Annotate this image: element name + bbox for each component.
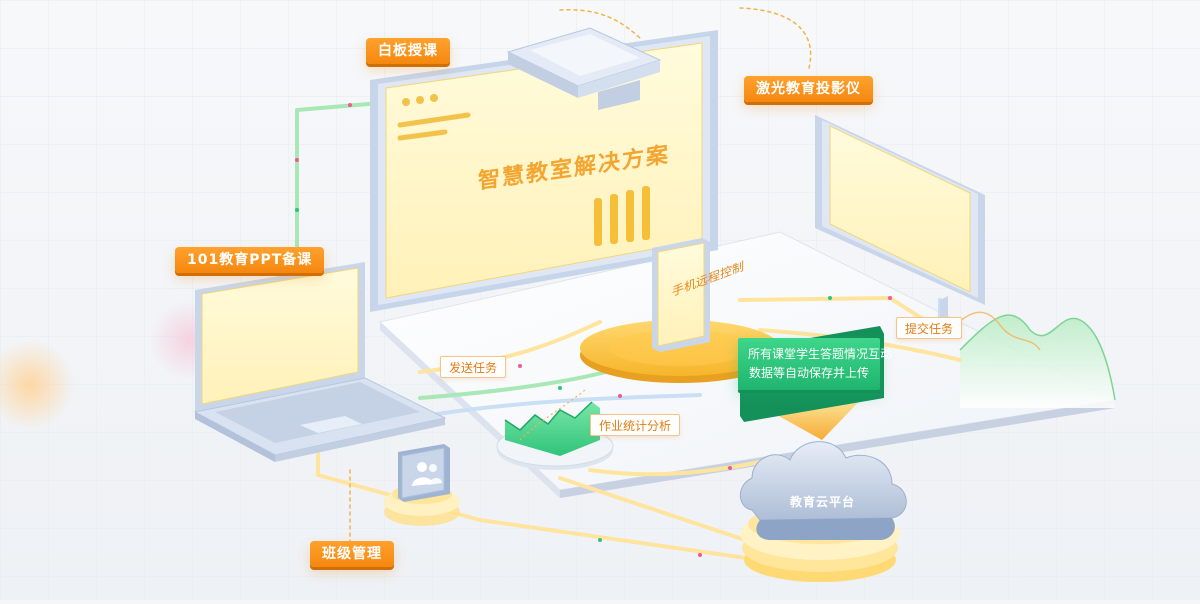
projector-device <box>506 27 662 110</box>
class-management-label: 班级管理 <box>310 541 394 567</box>
laser-projector-label: 激光教育投影仪 <box>744 76 873 102</box>
people-icon <box>412 462 442 486</box>
laptop-device <box>193 262 447 462</box>
glow-decoration <box>0 340 75 430</box>
homework-analysis-label: 作业统计分析 <box>590 414 681 436</box>
cloud-note-line2: 数据等自动保存并上传 <box>748 366 869 380</box>
class-management-stand <box>384 444 460 526</box>
whiteboard-display <box>370 30 718 312</box>
homework-chart <box>496 389 614 470</box>
cloud-icon <box>739 441 907 540</box>
projector-screen <box>815 115 985 326</box>
submit-task-label: 提交任务 <box>896 317 963 339</box>
mountain-chart-decoration <box>949 311 1116 408</box>
ppt-preparation-label: 101教育PPT备课 <box>175 247 325 273</box>
cloud-platform-label: 教育云平台 <box>790 495 856 509</box>
bar-chart-decoration <box>594 186 650 246</box>
cloud-note-card: 所有课堂学生答题情况互动 数据等自动保存并上传 <box>738 338 893 390</box>
whiteboard-teaching-label: 白板授课 <box>366 38 450 64</box>
mobile-phone <box>652 238 710 352</box>
send-task-label: 发送任务 <box>440 356 507 378</box>
cloud-note-line1: 所有课堂学生答题情况互动 <box>748 347 893 361</box>
